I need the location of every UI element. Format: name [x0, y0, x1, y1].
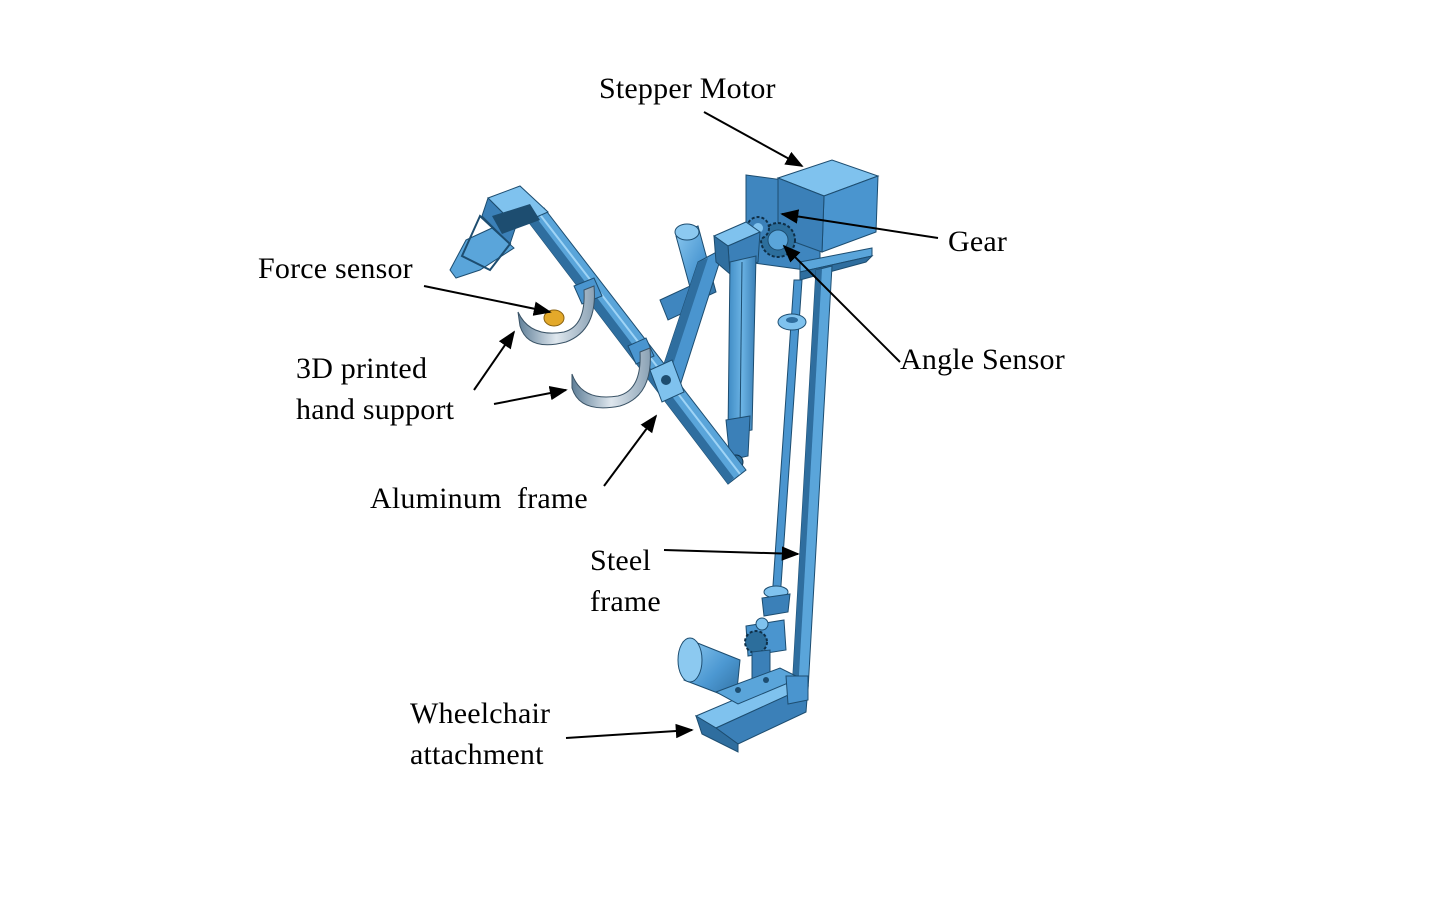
arrow-stepper-motor [703, 111, 804, 167]
label-steel-frame-line1: Steel [590, 544, 651, 577]
hand-support-lower [571, 347, 651, 409]
lower-actuator-part [677, 637, 741, 701]
label-wheelchair-attachment: Wheelchair attachment [410, 693, 550, 775]
steel-frame-part [744, 265, 833, 693]
arrow-angle-sensor [782, 244, 901, 363]
arrow-hand-support-upper [473, 330, 516, 391]
aluminum-frame-part [449, 185, 747, 485]
wheelchair-attachment-part [694, 667, 810, 753]
label-force-sensor: Force sensor [258, 252, 413, 285]
linear-actuator-part [655, 221, 762, 470]
callout-arrows [423, 111, 939, 739]
arrow-hand-support-lower [493, 386, 568, 405]
label-angle-sensor: Angle Sensor [900, 343, 1065, 376]
label-hand-support-line2: hand support [296, 393, 455, 426]
label-hand-support: 3D printed hand support [296, 348, 454, 430]
label-stepper-motor: Stepper Motor [599, 72, 776, 105]
label-aluminum-frame: Aluminum frame [370, 482, 588, 515]
label-steel-frame: Steel frame [590, 540, 661, 622]
label-hand-support-line1: 3D printed [296, 352, 428, 385]
label-steel-frame-line2: frame [590, 585, 661, 618]
label-wheelchair-line2: attachment [410, 738, 544, 771]
label-gear: Gear [948, 225, 1008, 258]
label-wheelchair-line1: Wheelchair [410, 697, 551, 730]
arrow-force-sensor [423, 285, 552, 316]
arrow-gear [780, 209, 939, 239]
stepper-motor-part [745, 159, 880, 281]
arrow-steel-frame [663, 546, 800, 561]
arrow-wheelchair-attachment [565, 723, 694, 739]
arrow-aluminum-frame [603, 414, 658, 487]
